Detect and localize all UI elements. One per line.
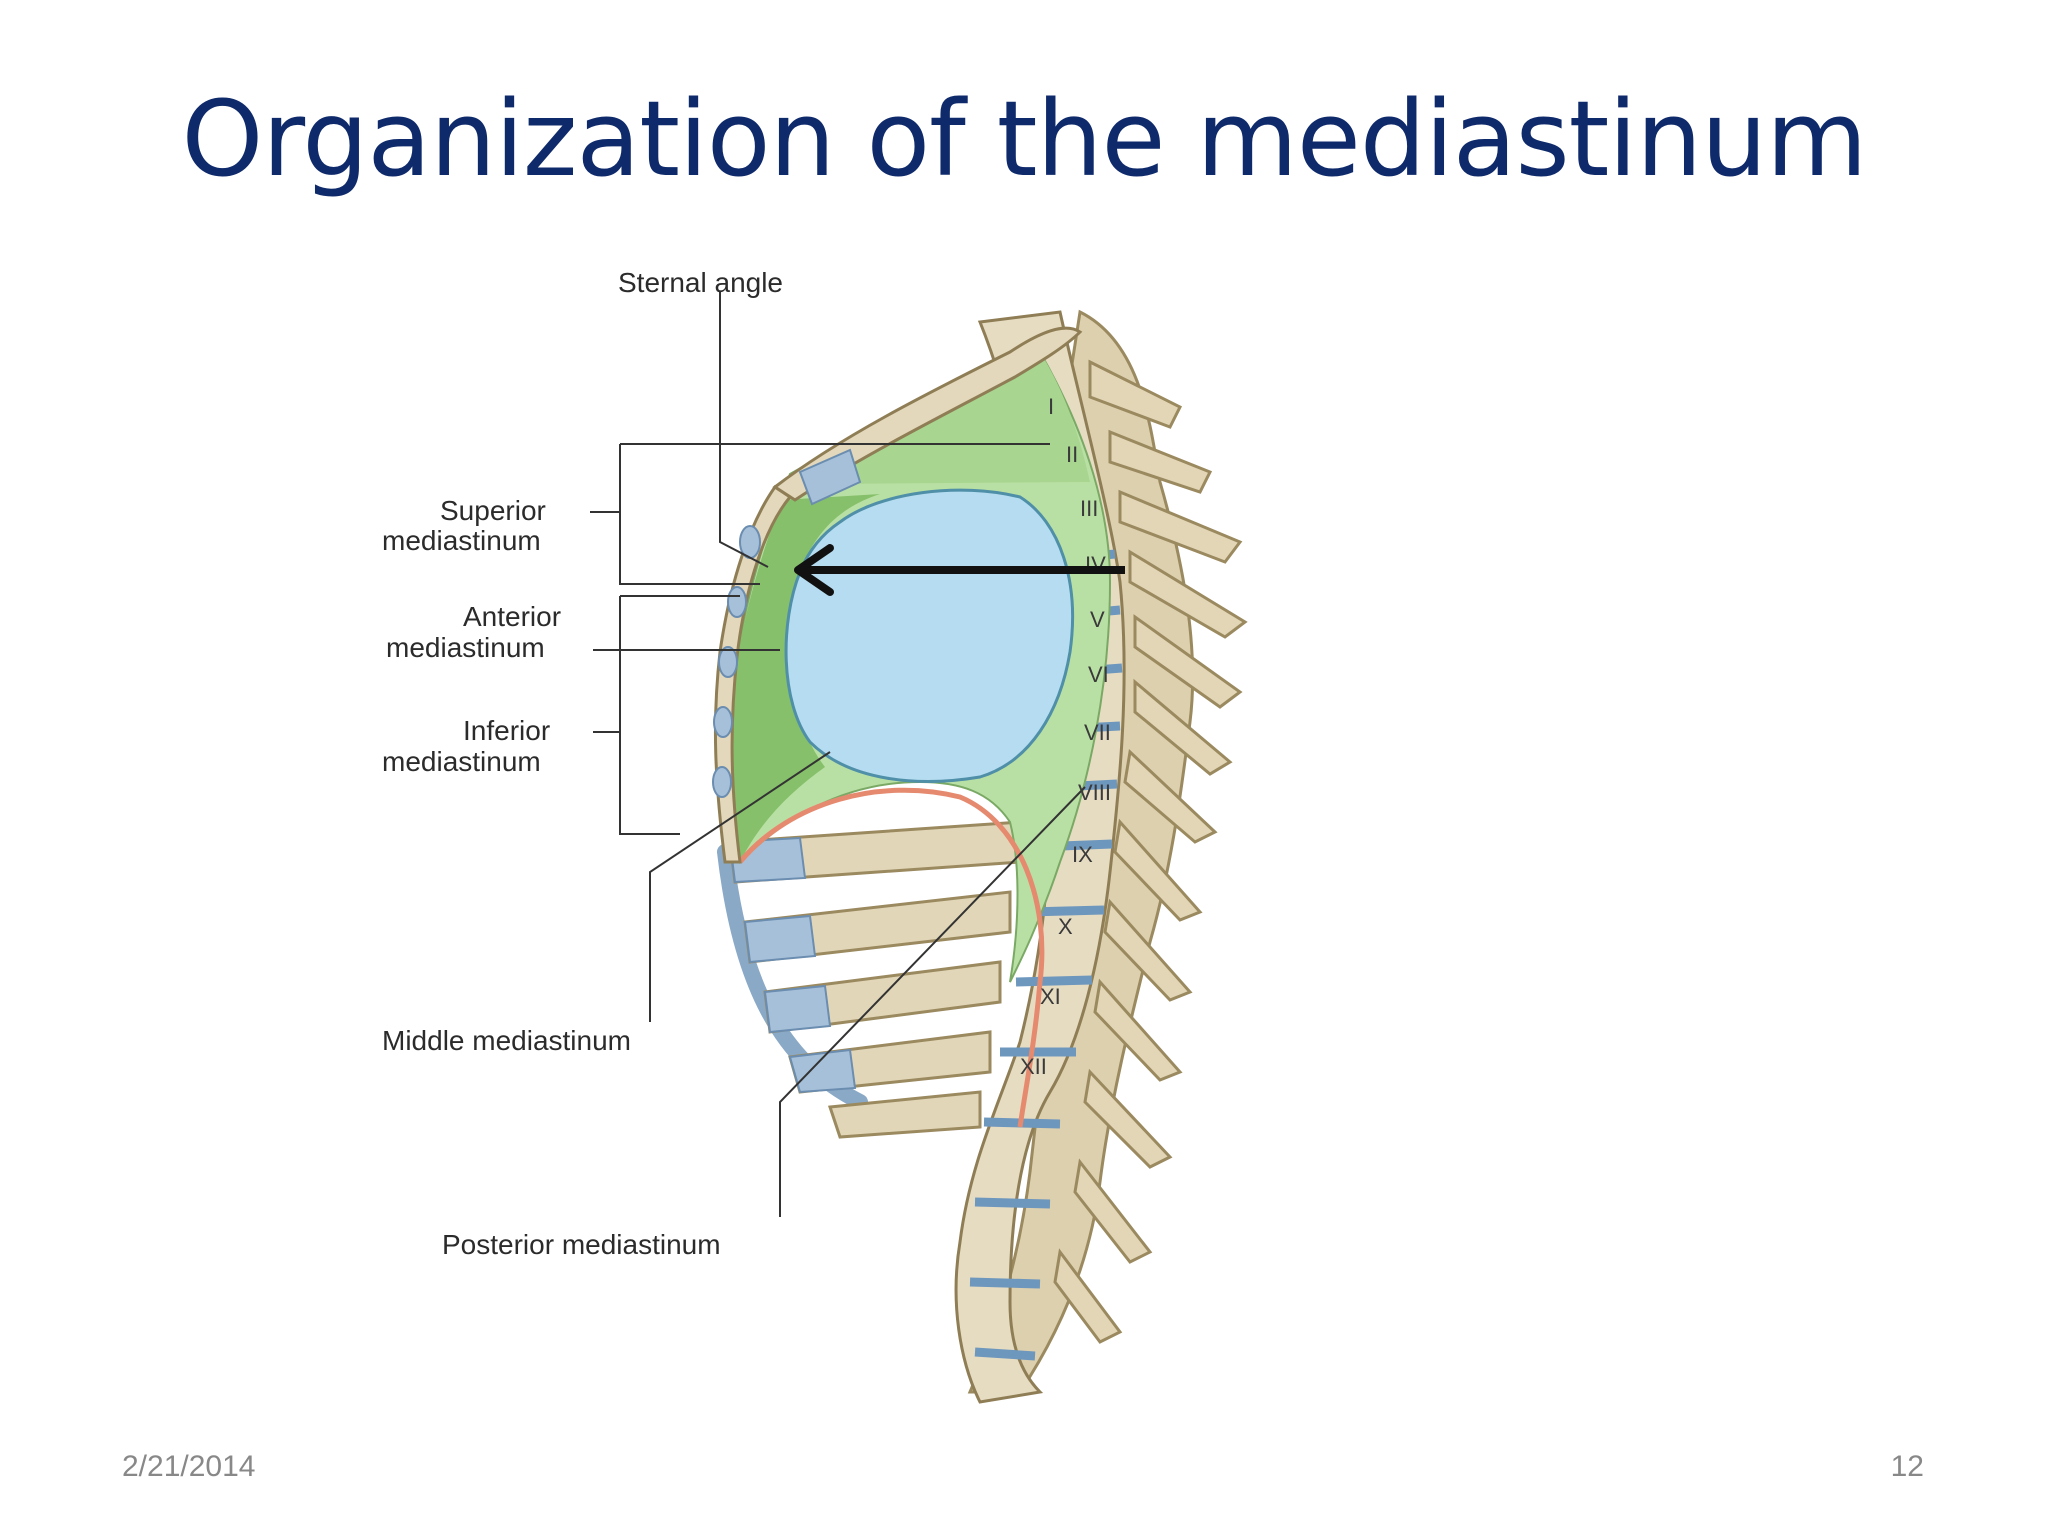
vertebra-numeral: VII [1084,720,1111,745]
vertebra-numeral: VIII [1078,780,1111,805]
vertebra-numeral: VI [1088,662,1109,687]
vertebra-numeral: XI [1040,984,1061,1009]
label-inferior-2: mediastinum [382,746,541,777]
label-posterior-mediastinum: Posterior mediastinum [442,1229,721,1260]
label-sternal-angle: Sternal angle [618,267,783,298]
label-anterior-1: Anterior [463,601,561,632]
slide-title: Organization of the mediastinum [181,78,1868,200]
mediastinum-diagram: Sternal angle Superior mediastinum Anter… [320,222,1410,1497]
vertebra-numeral: V [1090,607,1105,632]
vertebra-numeral: III [1080,496,1098,521]
mediastinum-regions [712,326,1112,1128]
label-superior-2: mediastinum [382,525,541,556]
page-number: 12 [1890,1450,1924,1483]
vertebra-numeral: IX [1072,842,1093,867]
vertebra-numerals: I II III IV V VI VII VIII IX X XI XII [1020,394,1111,1079]
vertebra-numeral: X [1058,914,1073,939]
vertebra-numeral: I [1048,394,1054,419]
label-anterior-2: mediastinum [386,632,545,663]
vertebra-numeral: II [1066,442,1078,467]
leader-lines [590,292,1086,1217]
label-middle-mediastinum: Middle mediastinum [382,1025,631,1056]
annotation-arrow [794,544,1125,596]
footer-date: 2/21/2014 [122,1450,256,1483]
label-inferior-1: Inferior [463,715,550,746]
vertebra-numeral: XII [1020,1054,1047,1079]
label-superior-1: Superior [440,495,546,526]
